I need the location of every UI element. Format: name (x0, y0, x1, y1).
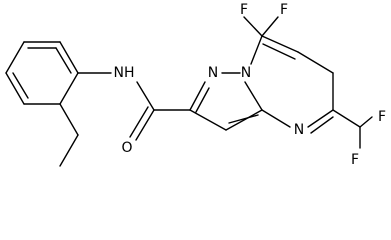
bond (189, 109, 227, 131)
bond (297, 51, 334, 74)
bond (136, 81, 155, 111)
bond (59, 41, 79, 74)
bond (261, 16, 279, 37)
bond (250, 35, 263, 65)
bond (59, 134, 79, 167)
bond (244, 81, 263, 111)
bond (228, 114, 259, 124)
fluorine-label: F (351, 152, 359, 168)
bond (261, 109, 291, 128)
bond (189, 81, 206, 111)
nitrogen-label: N (294, 122, 304, 138)
fluorine-label: F (240, 2, 248, 18)
bond (5, 72, 25, 105)
atom-labels: F F NH N N O N F F (114, 2, 387, 168)
bond (55, 47, 72, 74)
bond (243, 16, 263, 37)
bond (262, 43, 296, 60)
bond (5, 41, 25, 74)
bond (59, 103, 79, 136)
oxygen-label: O (121, 140, 132, 156)
amide-nh-label: NH (114, 65, 135, 81)
bond (135, 109, 155, 141)
bond (310, 116, 334, 134)
bond (307, 109, 334, 128)
bond (225, 109, 263, 131)
bond (261, 35, 299, 53)
bond (129, 106, 149, 138)
bond (195, 87, 210, 113)
bond (59, 72, 79, 105)
bond (12, 72, 29, 99)
nitrogen-label: N (241, 65, 251, 81)
nitrogen-label: N (208, 65, 218, 81)
bond (332, 109, 361, 128)
bond-lines (5, 16, 373, 167)
fluorine-label: F (378, 109, 386, 125)
molecule-structure-diagram: F F NH N N O N F F (5, 2, 387, 168)
fluorine-label: F (280, 2, 288, 18)
bond (359, 116, 373, 128)
